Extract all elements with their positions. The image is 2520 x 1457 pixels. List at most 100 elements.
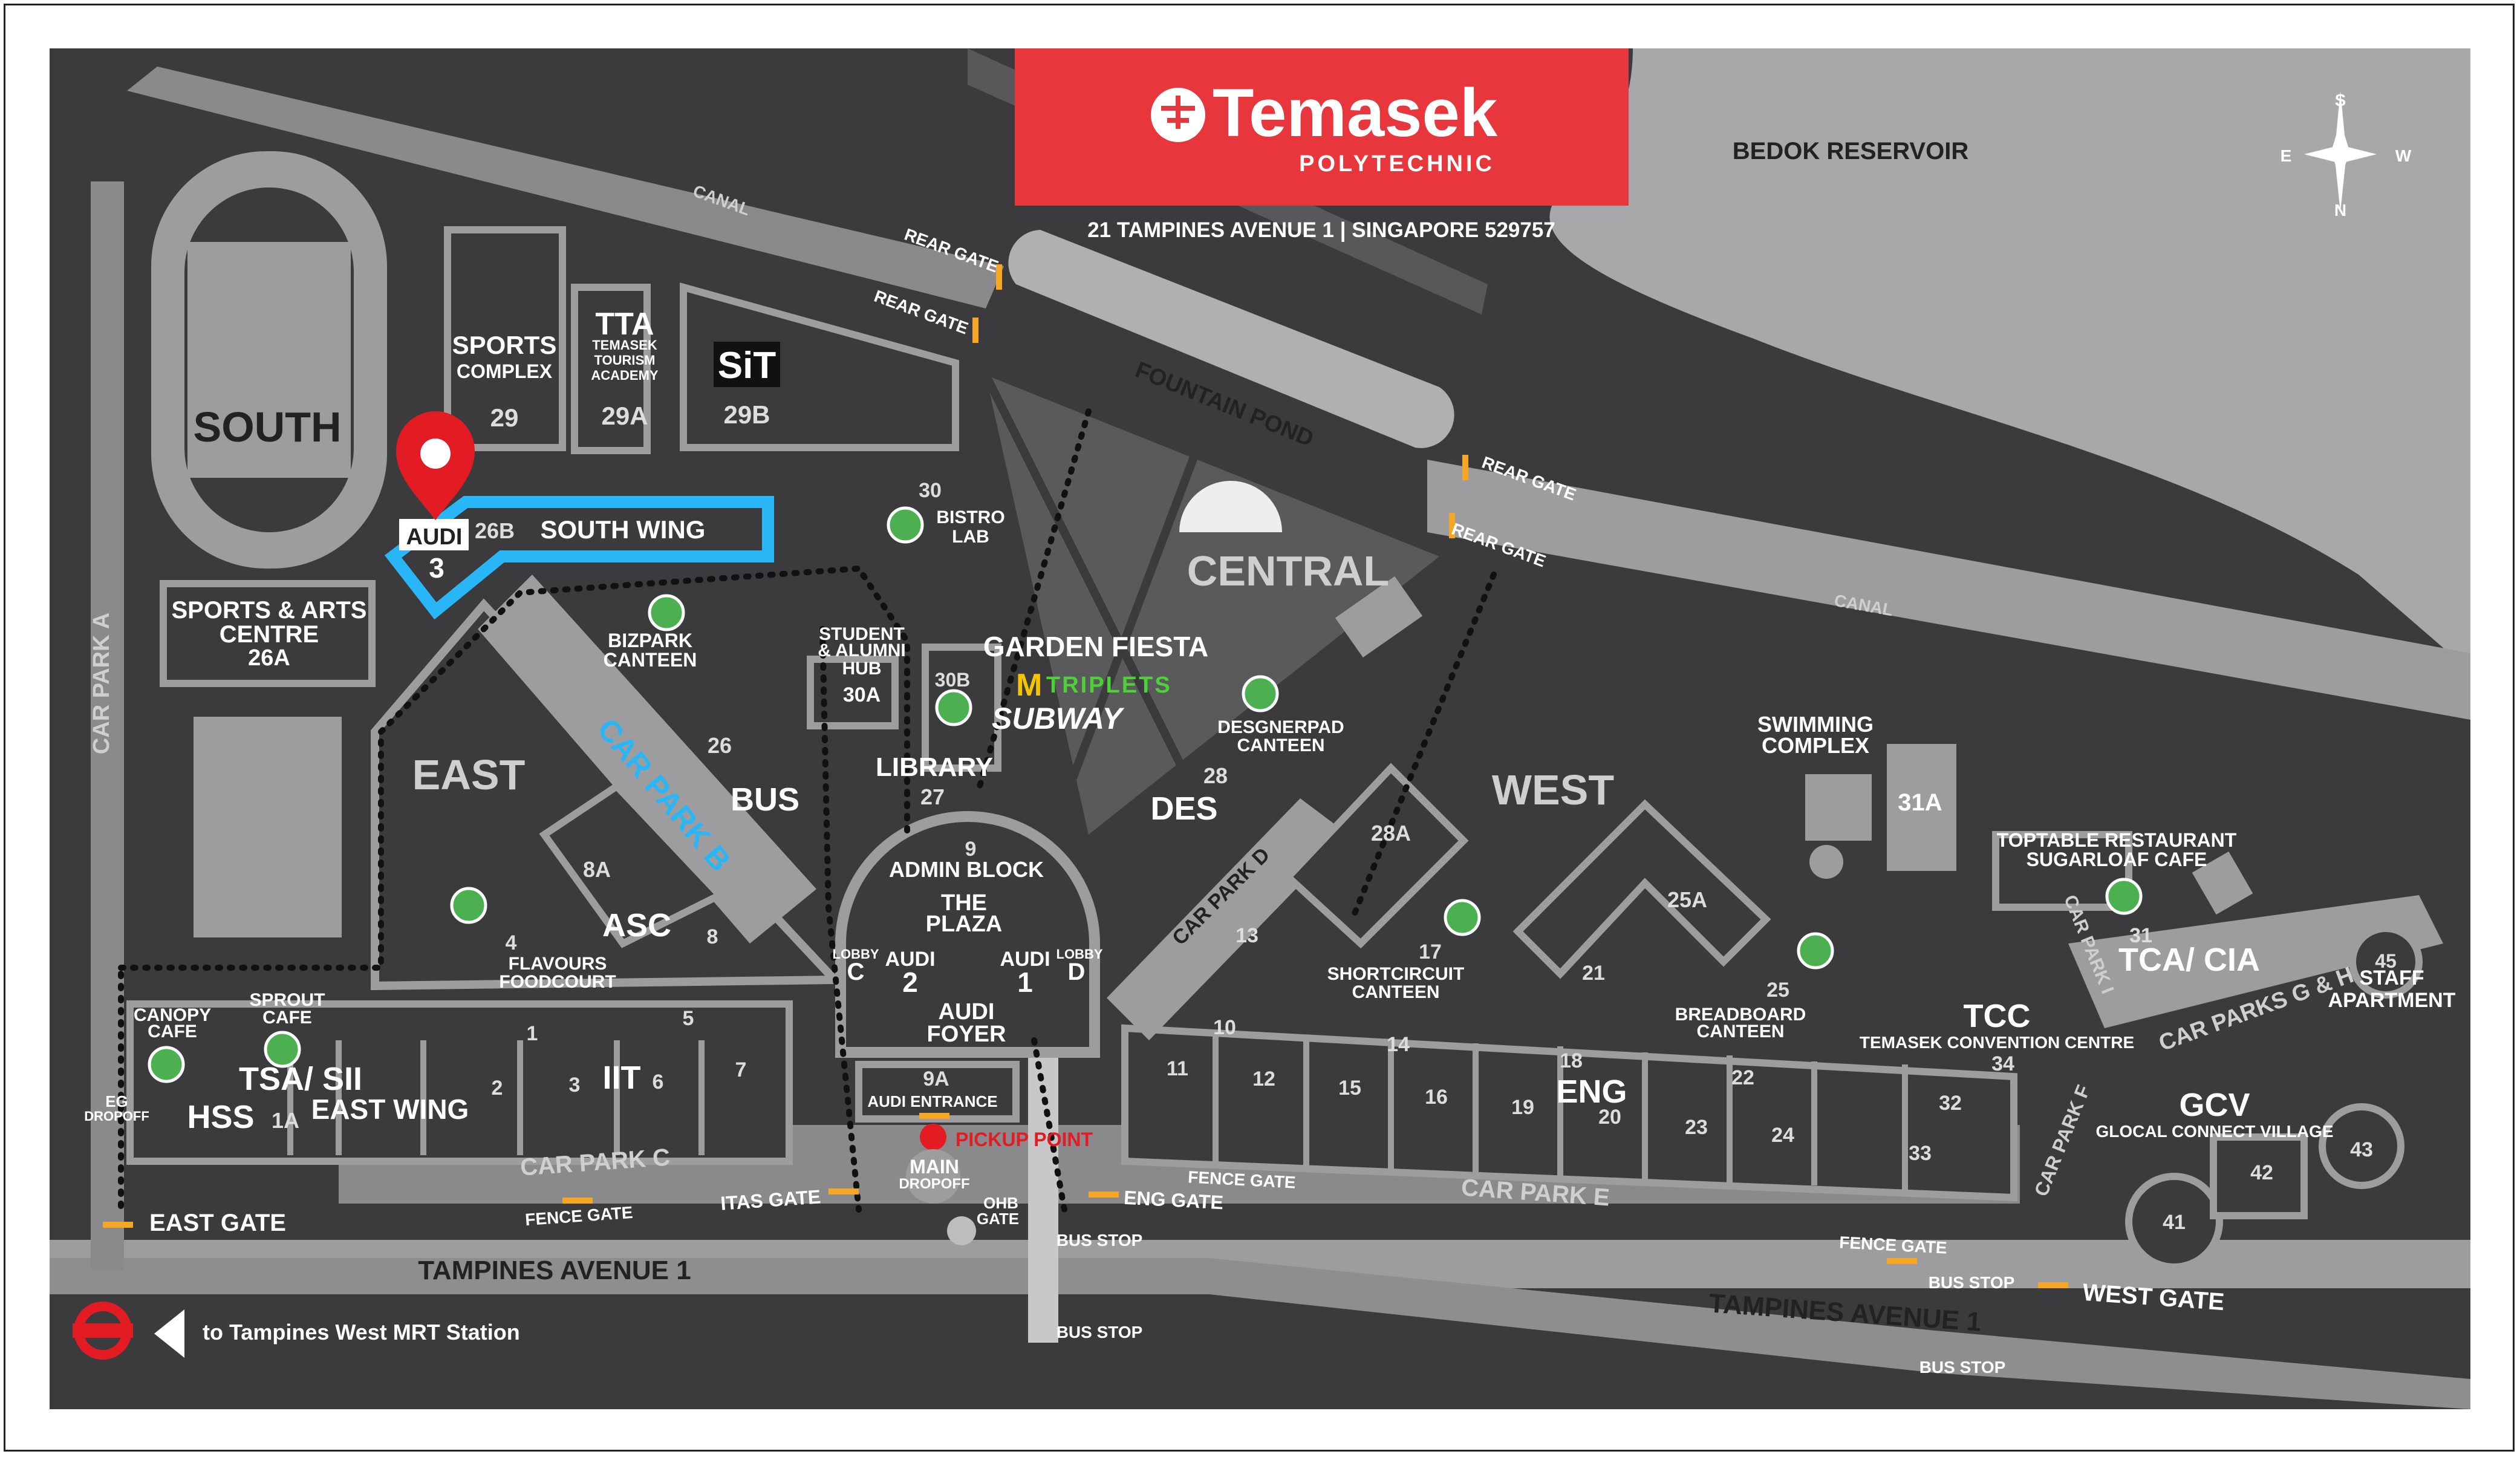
plaza-label-1: THE (941, 890, 987, 916)
sac-label-2: CENTRE (220, 621, 319, 648)
car-park-d-band (1107, 798, 1349, 1040)
south-wing-label: SOUTH WING (541, 515, 706, 544)
building-27-label: 27 (920, 784, 945, 809)
admin-block-label: ADMIN BLOCK (889, 857, 1044, 882)
building-26a (160, 580, 376, 687)
car-park-a-label: CAR PARK A (89, 613, 114, 754)
gate-bar (829, 1188, 859, 1195)
main-dropoff-label-1: MAIN (910, 1156, 959, 1178)
west-row-block (1121, 1024, 2017, 1202)
audi-3-tag (399, 519, 469, 550)
brand-name: Temasek (1213, 75, 1498, 151)
canteen-icons (148, 506, 2143, 1083)
building-12-label: 12 (1252, 1067, 1275, 1090)
lobby-c-label-1: LOBBY (833, 947, 879, 962)
food-icon (887, 506, 924, 544)
building-29b-label: 29B (723, 400, 770, 429)
south-wing-outline (384, 496, 774, 620)
audi-foyer-label-2: FOYER (927, 1022, 1006, 1047)
building-19-label: 19 (1511, 1096, 1534, 1119)
compass-s: S (2335, 91, 2346, 109)
building-31a-label: 31A (1898, 789, 1942, 816)
building-28a-label: 28A (1371, 821, 1411, 846)
building-8a-label: 8A (583, 857, 611, 882)
building-30a-label: 30A (843, 683, 881, 706)
swimming-pool (1805, 774, 1872, 841)
audi-foyer-label-1: AUDI (939, 999, 995, 1025)
ohb-circle (947, 1216, 976, 1245)
lobby-d-label-1: LOBBY (1057, 947, 1103, 962)
building-7-label: 7 (735, 1058, 747, 1081)
breadboard-label-2: CANTEEN (1696, 1022, 1784, 1041)
pickup-point-label: PICKUP POINT (956, 1129, 1093, 1150)
west-row-dividers (1213, 1034, 1908, 1191)
building-34-label: 34 (1991, 1052, 2014, 1075)
bedok-reservoir-label: BEDOK RESERVOIR (1733, 138, 1969, 165)
swimming-fountain (1809, 845, 1843, 879)
staff-label-1: STAFF (2359, 966, 2424, 989)
building-23-label: 23 (1685, 1116, 1708, 1139)
building-13-label: 13 (1236, 924, 1258, 947)
sac-label-1: SPORTS & ARTS (172, 597, 367, 624)
arrow-left-icon (154, 1309, 184, 1358)
food-icon (450, 887, 487, 924)
central-path-1 (982, 373, 1214, 825)
audi-1-label: AUDI (1000, 948, 1050, 971)
pin-dot (420, 438, 451, 469)
swimming-label-2: COMPLEX (1762, 733, 1869, 758)
sports-complex-label: SPORTS (452, 331, 557, 359)
building-16-label: 16 (1425, 1086, 1448, 1109)
tampines-avenue-label-1: TAMPINES AVENUE 1 (418, 1256, 691, 1285)
gate-bar (972, 318, 978, 343)
central-dome (1179, 481, 1282, 532)
building-22-label: 22 (1731, 1066, 1754, 1089)
central-kiosk (1335, 576, 1423, 658)
central-path-2 (1054, 446, 1202, 818)
building-29b (680, 282, 959, 451)
hub-label-1: STUDENT (819, 624, 905, 644)
gate-bar (1462, 455, 1468, 480)
building-25a-label: 25A (1667, 887, 1707, 912)
bus-stop-road (1028, 1052, 1058, 1343)
building-31-label: 31 (2129, 924, 2152, 947)
car-park-a-road (91, 181, 124, 1270)
compass-n: N (2334, 201, 2346, 220)
tsa-label: TSA/ SII (239, 1061, 362, 1097)
gate-markers (103, 264, 2068, 1288)
tta-sub-3: ACADEMY (591, 368, 659, 383)
eg-label-1: EG (105, 1092, 128, 1110)
tampines-avenue-road-2 (50, 1258, 2470, 1409)
building-41-label: 41 (2163, 1211, 2186, 1234)
building-30b-label: 30B (935, 669, 971, 691)
mcdonalds-icon: M (1016, 668, 1042, 703)
building-21-label: 21 (1582, 962, 1605, 985)
gate-bar (1089, 1191, 1119, 1198)
asc-label: ASC (602, 907, 671, 944)
sit-logo (714, 342, 780, 387)
gate-bar (2038, 1282, 2068, 1288)
building-18-label: 18 (1560, 1049, 1583, 1072)
building-14-label: 14 (1387, 1033, 1410, 1056)
brand-header (1015, 48, 1629, 206)
eng-label: ENG (1556, 1074, 1627, 1110)
building-6-label: 6 (653, 1071, 664, 1094)
gate-bar (996, 264, 1002, 290)
tta-sub-1: TEMASEK (592, 337, 657, 353)
flavours-label-1: FLAVOURS (509, 954, 607, 974)
gate-bar (1449, 513, 1455, 538)
building-10-label: 10 (1213, 1016, 1236, 1039)
swimming-label-1: SWIMMING (1757, 712, 1874, 737)
building-29a-label: 29A (601, 402, 648, 430)
mrt-direction-label: to Tampines West MRT Station (203, 1320, 520, 1345)
admin-plaza (835, 811, 1100, 1058)
zone-central: CENTRAL (1187, 547, 1389, 595)
building-41 (2125, 1173, 2223, 1271)
audi-3-number: 3 (429, 552, 444, 584)
canopy-label-1: CANOPY (134, 1005, 211, 1025)
audi-2-number: 2 (902, 966, 918, 998)
hss-label: HSS (187, 1099, 254, 1135)
fountain-pond (1008, 230, 1454, 448)
plaza-label-2: PLAZA (926, 911, 1003, 937)
gate-bar (562, 1198, 593, 1204)
